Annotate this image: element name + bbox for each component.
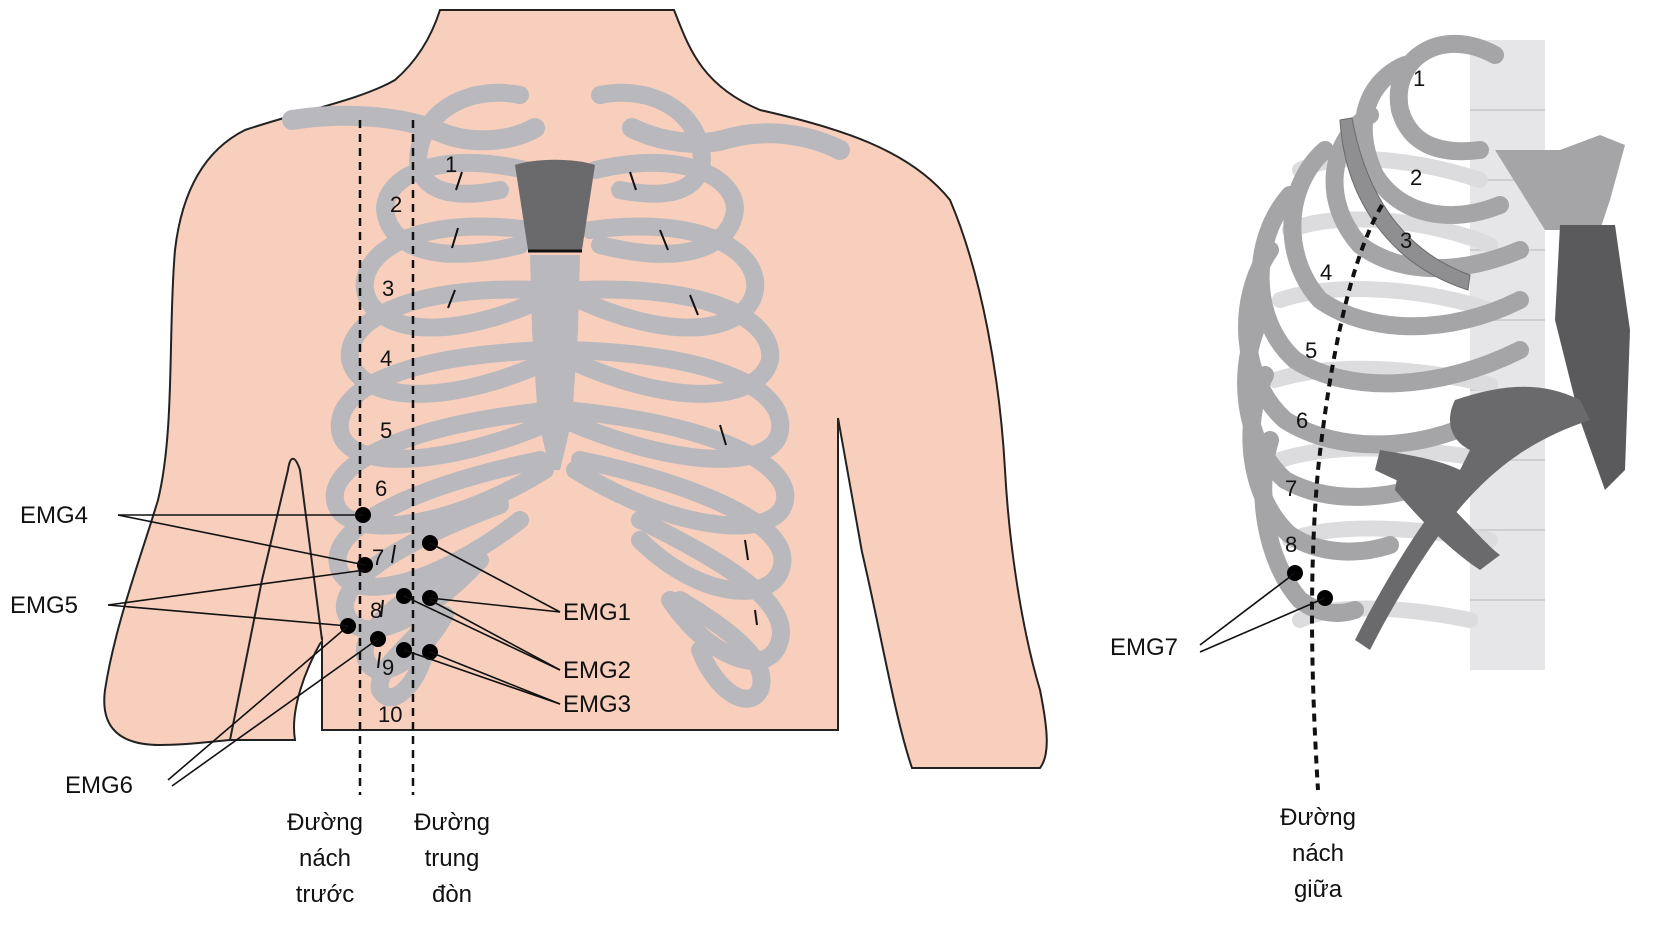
costochondral-marks: [377, 171, 758, 669]
caption-line: đòn: [432, 881, 472, 908]
label-emg3: EMG3: [563, 691, 631, 718]
front-rib-number: 3: [382, 276, 394, 301]
caption-anterior-axillary-line: Đường nách trước: [287, 809, 363, 908]
side-rib-number: 8: [1285, 532, 1297, 557]
manubrium: [515, 159, 595, 250]
caption-line: Đường: [414, 809, 490, 836]
label-emg2: EMG2: [563, 657, 631, 684]
caption-line: nách: [299, 845, 351, 872]
label-emg5: EMG5: [10, 592, 78, 619]
caption-line: Đường: [1280, 804, 1356, 831]
scapula-body: [1555, 225, 1630, 490]
caption-line: trước: [296, 881, 354, 908]
front-rib-number: 9: [382, 655, 394, 680]
front-rib-number: 6: [375, 476, 387, 501]
side-view: 1 2 3 4 5 6 7 8 EMG7 Đường nách giữa: [1110, 35, 1630, 903]
label-emg1: EMG1: [563, 599, 631, 626]
label-emg7: EMG7: [1110, 634, 1178, 661]
side-rib-numbers: 1 2 3 4 5 6 7 8: [1285, 66, 1425, 557]
front-rib-number: 7: [372, 545, 384, 570]
side-rib-number: 7: [1285, 476, 1297, 501]
sternum: [530, 255, 580, 470]
front-rib-numbers: 1 2 3 4 5 6 7 8 9 10: [370, 152, 457, 727]
front-rib-number: 8: [370, 598, 382, 623]
front-view: 1 2 3 4 5 6 7 8 9 10: [10, 9, 1048, 908]
side-rib-3-highlight: [1339, 117, 1471, 291]
front-rib-number: 10: [378, 702, 402, 727]
serratus-muscle: [1355, 386, 1590, 650]
torso-silhouette: [103, 9, 1048, 769]
label-emg4: EMG4: [20, 502, 88, 529]
side-rib-number: 3: [1400, 228, 1412, 253]
front-rib-number: 5: [380, 418, 392, 443]
side-near-ribs: [1237, 35, 1529, 622]
serratus-slip: [1395, 460, 1500, 570]
side-rib-number: 6: [1296, 408, 1308, 433]
side-rib-number: 4: [1320, 260, 1332, 285]
side-rib-number: 2: [1410, 165, 1422, 190]
front-ribs-right: [556, 83, 795, 708]
left-clavicle: [282, 105, 545, 151]
front-rib-number: 2: [390, 192, 402, 217]
left-arm-crease: [229, 457, 323, 741]
side-leader-lines: [1199, 572, 1326, 653]
side-rib-number: 5: [1305, 338, 1317, 363]
scapula: [1495, 135, 1625, 230]
caption-line: Đường: [287, 809, 363, 836]
front-rib-number: 4: [380, 346, 392, 371]
front-rib-number: 1: [445, 152, 457, 177]
label-emg6: EMG6: [65, 772, 133, 799]
caption-mid-axillary-line: Đường nách giữa: [1280, 804, 1356, 903]
caption-line: trung: [425, 845, 480, 872]
caption-line: giữa: [1294, 876, 1343, 903]
caption-line: nách: [1292, 840, 1344, 867]
side-rib-number: 1: [1413, 66, 1425, 91]
right-clavicle: [622, 118, 850, 160]
front-leader-lines: [107, 514, 561, 787]
mid-axillary-line: [1310, 203, 1384, 791]
caption-midclavicular-line: Đường trung đòn: [414, 809, 490, 908]
